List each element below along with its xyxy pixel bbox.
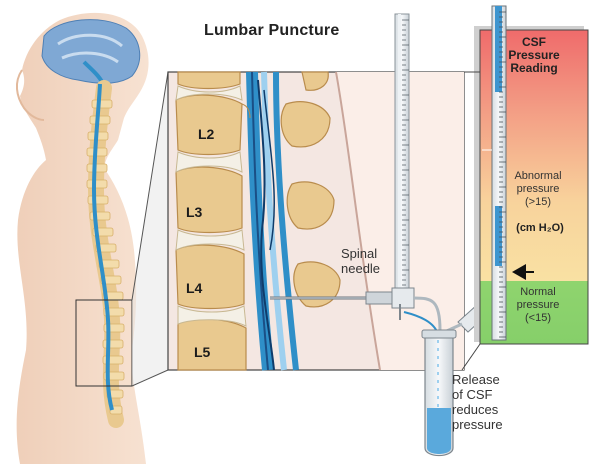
zoom-connector	[132, 72, 168, 386]
collection-tube-icon	[422, 330, 456, 456]
vertebra-label-l2: L2	[198, 126, 214, 142]
vertebra-label-l4: L4	[186, 280, 202, 296]
normal-pressure-label: Normal pressure (<15)	[490, 286, 586, 325]
lumbar-section-panel	[168, 72, 464, 370]
vertebra-label-l3: L3	[186, 204, 202, 220]
abnormal-pressure-label: Abnormal pressure (>15)	[490, 170, 586, 209]
pressure-unit-label: (cm H₂O)	[492, 222, 588, 234]
spinal-needle-label: Spinal needle	[341, 246, 380, 276]
csf-pressure-heading: CSF Pressure Reading	[484, 36, 584, 75]
diagram-title: Lumbar Puncture	[204, 22, 339, 40]
release-csf-label: Release of CSF reduces pressure	[452, 372, 503, 432]
body-silhouette	[17, 13, 149, 464]
manometer-icon	[395, 14, 409, 298]
vertebra-label-l5: L5	[194, 344, 210, 360]
